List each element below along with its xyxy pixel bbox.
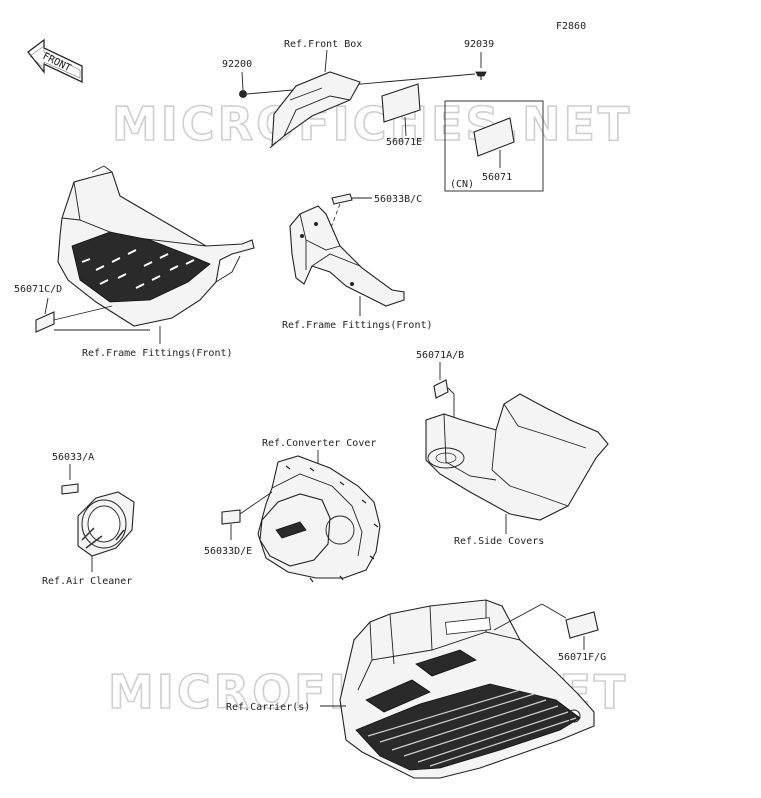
ref-air-cleaner-label: Ref.Air Cleaner xyxy=(42,576,132,587)
part-56071FG-label: 56071F/G xyxy=(558,652,606,663)
part-56033DE-label: 56033D/E xyxy=(204,546,252,557)
part-92200-label: 92200 xyxy=(222,59,252,70)
label-56071CD xyxy=(35,311,55,333)
converter-cover xyxy=(257,455,381,583)
part-92039-label: 92039 xyxy=(464,39,494,50)
label-56071FG xyxy=(565,611,599,639)
cn-label: (CN) xyxy=(450,179,474,190)
label-56033DE xyxy=(221,509,241,525)
side-cover xyxy=(425,393,609,521)
cn-variant-box xyxy=(444,100,544,192)
ref-side-covers-label: Ref.Side Covers xyxy=(454,536,544,547)
watermark-top: MICROFICHES.NET xyxy=(112,97,632,151)
label-56071AB xyxy=(433,379,449,399)
front-box-lid xyxy=(269,71,361,149)
ref-frame-fittings-center-label: Ref.Frame Fittings(Front) xyxy=(282,320,433,331)
part-56033BC-label: 56033B/C xyxy=(374,194,422,205)
ref-front-box-label: Ref.Front Box xyxy=(284,39,362,50)
part-56071-label: 56071 xyxy=(482,172,512,183)
front-frame-fitting-left xyxy=(57,165,255,327)
cargo-carrier xyxy=(339,599,595,779)
ref-converter-cover-label: Ref.Converter Cover xyxy=(262,438,376,449)
label-56033A xyxy=(61,483,79,495)
part-56033A-label: 56033/A xyxy=(52,452,94,463)
label-56071E xyxy=(381,83,421,123)
front-arrow-icon: FRONT xyxy=(27,38,83,84)
part-56071E-label: 56071E xyxy=(386,137,422,148)
grommet-92200 xyxy=(239,90,247,98)
part-56071CD-label: 56071C/D xyxy=(14,284,62,295)
ref-carriers-label: Ref.Carrier(s) xyxy=(226,702,310,713)
part-56071AB-label: 56071A/B xyxy=(416,350,464,361)
rivet-92039 xyxy=(475,71,487,80)
air-cleaner-cover xyxy=(77,491,135,557)
label-56033BC xyxy=(331,193,353,205)
label-56071 xyxy=(473,117,515,157)
ref-frame-fittings-left-label: Ref.Frame Fittings(Front) xyxy=(82,348,233,359)
front-frame-fitting-center xyxy=(289,205,405,307)
diagram-code: F2860 xyxy=(556,21,586,32)
